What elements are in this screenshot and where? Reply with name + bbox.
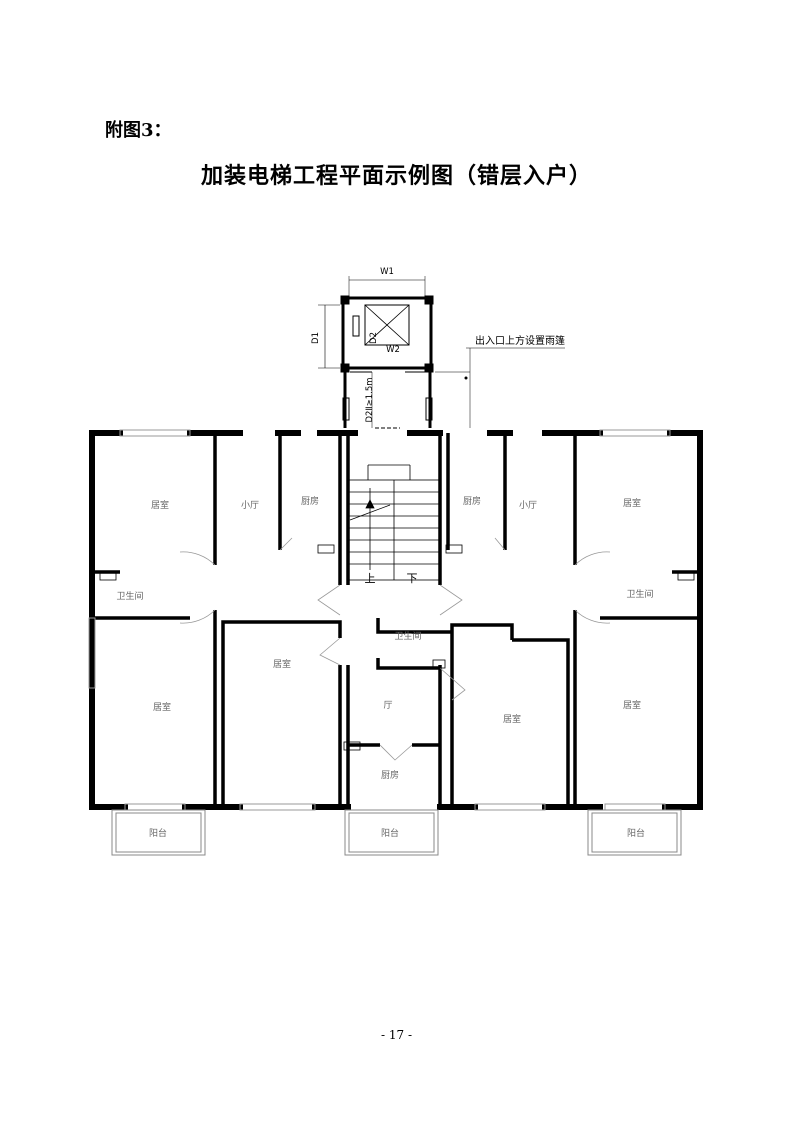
room-label-bedroom: 居室 — [153, 701, 171, 713]
dim-depth-label: D2Ⅱ≥1.5m — [365, 377, 375, 422]
balconies — [111, 809, 682, 856]
page-title: 加装电梯工程平面示例图（错层入户） — [200, 163, 592, 189]
stair-down-label: 下 — [407, 572, 418, 585]
room-label-kitchen: 厨房 — [463, 495, 481, 507]
page-number: - 17 - — [380, 1028, 412, 1042]
fixtures — [99, 544, 695, 751]
room-label-balcony: 阳台 — [149, 827, 167, 839]
room-label-small-hall: 小厅 — [519, 500, 537, 511]
room-label-bedroom: 居室 — [623, 497, 641, 509]
room-label-hall: 厅 — [383, 700, 392, 711]
stair-up-label: 上 — [365, 572, 376, 585]
stair-flight — [347, 464, 441, 581]
room-label-bathroom: 卫生间 — [626, 588, 653, 600]
room-label-bedroom: 居室 — [273, 658, 291, 670]
room-label-bedroom: 居室 — [503, 713, 521, 725]
window-openings — [88, 429, 671, 811]
canopy-note: 出入口上方设置雨篷 — [475, 334, 565, 347]
room-label-bathroom: 卫生间 — [116, 590, 143, 602]
appendix-label: 附图3： — [105, 120, 172, 141]
dim-d2-label: D2 — [369, 332, 379, 344]
room-label-kitchen: 厨房 — [381, 769, 399, 781]
interior-walls — [92, 433, 700, 807]
room-label-bathroom: 卫生间 — [394, 630, 421, 642]
room-label-small-hall: 小厅 — [241, 500, 259, 511]
room-label-balcony: 阳台 — [627, 827, 645, 839]
exterior-walls — [89, 430, 703, 810]
door-swings — [179, 537, 611, 761]
room-label-kitchen: 厨房 — [301, 495, 319, 507]
dim-w1-label: W1 — [380, 267, 394, 277]
dim-w2-label: W2 — [386, 345, 400, 355]
room-label-balcony: 阳台 — [381, 827, 399, 839]
room-label-bedroom: 居室 — [151, 499, 169, 511]
room-label-bedroom: 居室 — [623, 699, 641, 711]
elevator-shaft — [318, 276, 565, 429]
dim-d1-label: D1 — [311, 332, 321, 344]
